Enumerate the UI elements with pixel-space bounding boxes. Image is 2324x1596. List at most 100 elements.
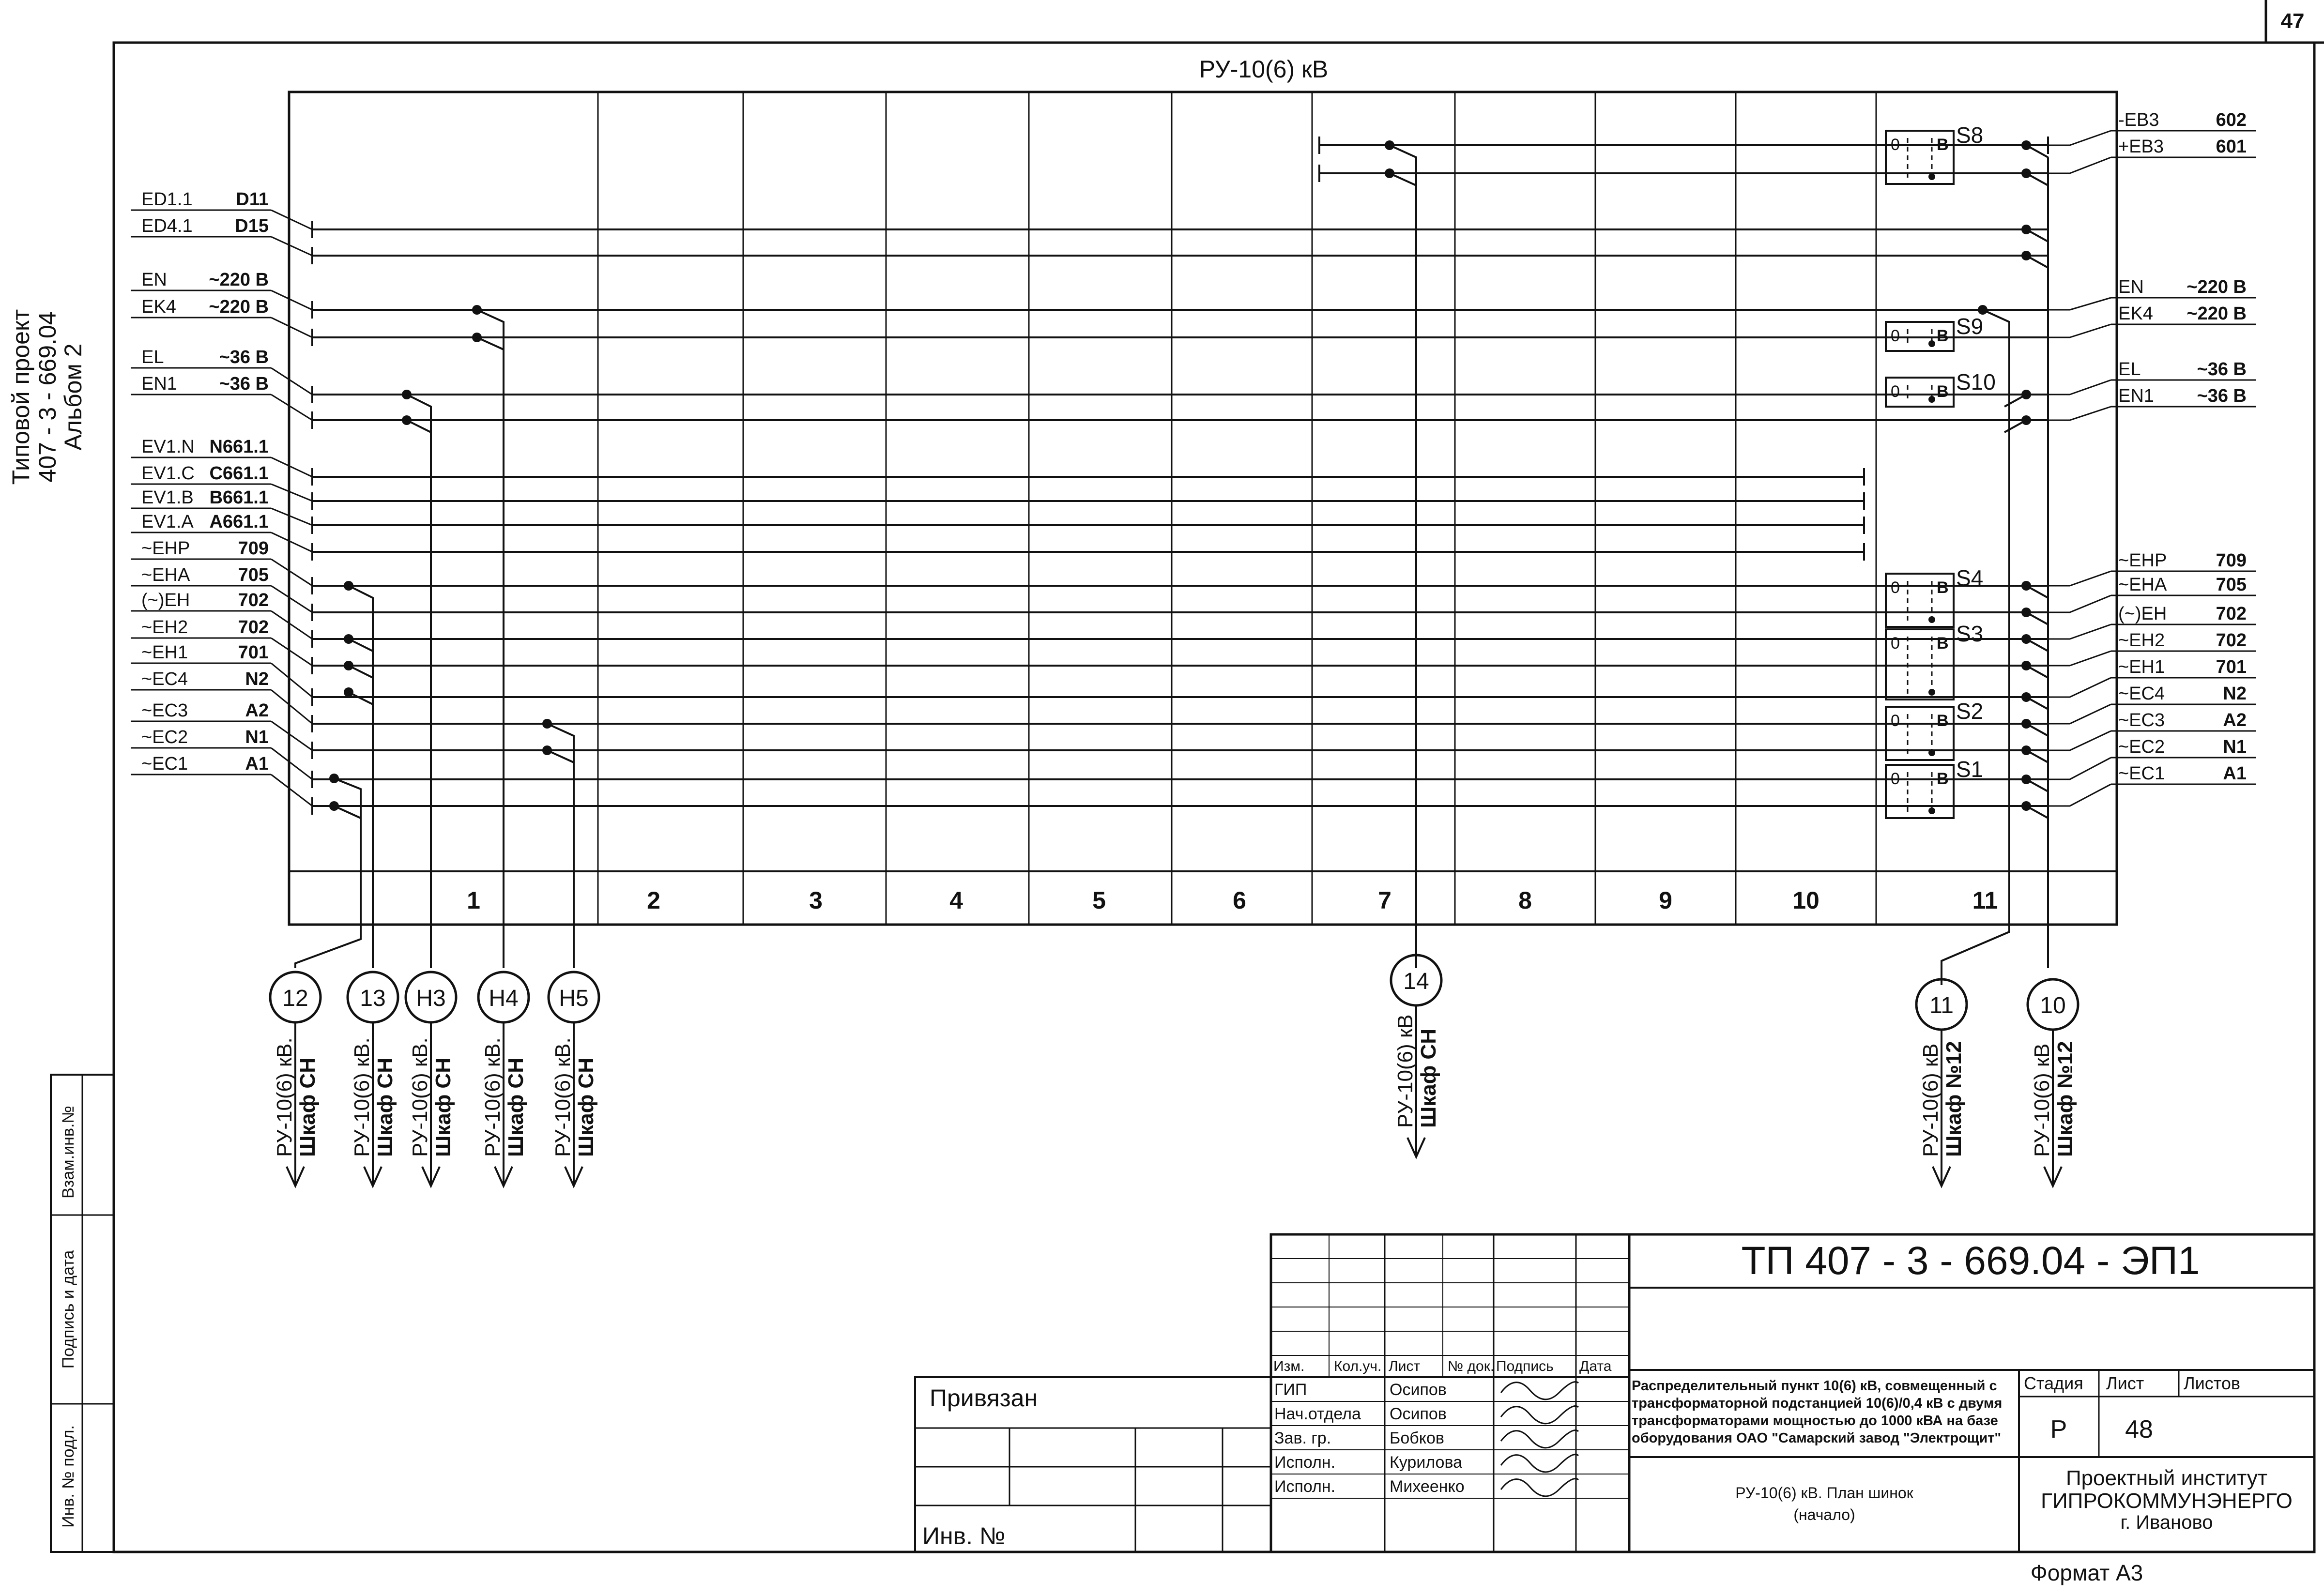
panel-number-10: 10 [1792, 887, 1819, 914]
right-bus-name: ~EHA [2118, 575, 2167, 595]
cable-id-Н5: Н5 [559, 986, 588, 1011]
right-bus-name: EN1 [2118, 386, 2154, 406]
cable-id-13: 13 [360, 986, 385, 1011]
cable-id-14: 14 [1403, 969, 1429, 994]
left-bus-code: D15 [235, 216, 269, 236]
panel-number-8: 8 [1518, 887, 1532, 914]
left-bus-code: ~220 В [209, 297, 269, 317]
staff-role: ГИП [1274, 1381, 1307, 1399]
staff-name: Михеенко [1390, 1477, 1465, 1496]
right-feeder-link [2069, 156, 2111, 174]
cable-label-line2: Шкаф СН [1417, 1029, 1440, 1128]
switch-pos-closed: B [1937, 634, 1949, 653]
switch-pos-closed: B [1937, 712, 1949, 730]
left-feeder-link [271, 483, 313, 502]
left-bus-name: ~EHA [141, 565, 190, 585]
left-bus-name: EN [141, 270, 167, 290]
left-bus-code: ~220 В [209, 270, 269, 290]
right-bus-name: ~EH1 [2118, 657, 2165, 677]
description-line: Распределительный пункт 10(6) кВ, совмещ… [1632, 1378, 1997, 1394]
right-bus-code: ~220 В [2186, 277, 2247, 297]
right-bus-name: EK4 [2118, 304, 2153, 324]
switch-pos-open: 0 [1891, 136, 1900, 154]
staff-signature [1500, 1405, 1579, 1425]
cable-arrow-head [286, 1166, 305, 1188]
left-bus-name: ~EC3 [141, 700, 188, 721]
cable-label-line1: РУ-10(6) кВ. [273, 1037, 296, 1157]
description-line: трансформаторной подстанцией 10(6)/0,4 к… [1632, 1396, 2002, 1411]
right-feeder-link [2069, 757, 2111, 780]
right-bus-code: ~36 В [2197, 359, 2247, 380]
right-feeder-link [2069, 650, 2111, 667]
privyazan-label: Привязан [930, 1384, 1038, 1412]
cable-label-Н5: РУ-10(6) кВ.Шкаф СН [551, 1037, 598, 1157]
cable-label-line1: РУ-10(6) кВ. [551, 1037, 575, 1157]
panel-number-9: 9 [1659, 887, 1672, 914]
left-bus-code: N661.1 [209, 437, 269, 457]
left-bus-name: ~EHP [141, 538, 190, 559]
switch-box [1885, 377, 1955, 408]
left-feeder-link [271, 774, 313, 807]
right-bus-name: ~EC3 [2118, 710, 2165, 730]
tap-lead [2026, 585, 2049, 599]
left-bus-name: ~EH2 [141, 617, 188, 638]
left-bus-name: EV1.C [141, 463, 195, 484]
staff-name: Бобков [1390, 1429, 1444, 1447]
right-feeder-link [2069, 297, 2111, 311]
tap-lead [348, 585, 374, 968]
right-bus-code: A2 [2223, 710, 2247, 730]
switch-contact [1928, 616, 1935, 623]
stage-value: Р [2050, 1415, 2067, 1444]
col-header: Лист [1389, 1358, 1420, 1374]
sheet-frame [112, 0, 2324, 1553]
cable-label-line2: Шкаф СН [296, 1058, 320, 1157]
left-bus-code: 702 [238, 590, 269, 610]
tap-lead [2026, 172, 2049, 186]
staff-signature [1500, 1429, 1579, 1449]
panel-number-6: 6 [1233, 887, 1246, 914]
left-bus-name: ~EC2 [141, 727, 188, 747]
switch-box [1885, 628, 1955, 700]
tap-lead [2004, 419, 2027, 433]
sheets-label: Листов [2184, 1373, 2240, 1393]
left-bus-code: ~36 В [219, 374, 269, 394]
switchgear-panels [288, 91, 2118, 926]
left-feeder-link [271, 236, 313, 257]
cable-label-line2: Шкаф СН [574, 1058, 598, 1157]
switch-label-S8: S8 [1956, 122, 1983, 148]
cable-label-line2: Шкаф СН [504, 1058, 528, 1157]
left-feeder-link [271, 720, 313, 751]
left-bus-code: A661.1 [209, 512, 269, 532]
doc-code: ТП 407 - 3 - 669.04 - ЭП1 [1741, 1239, 2200, 1283]
panel-number-4: 4 [949, 887, 963, 914]
tap-lead [2004, 394, 2027, 408]
right-feeder-link [2069, 623, 2111, 640]
sheet-label: Лист [2106, 1373, 2144, 1393]
left-feeder-link [271, 689, 313, 725]
right-bus-name: ~EC1 [2118, 763, 2165, 784]
switch-box [1885, 573, 1955, 628]
switch-pos-open: 0 [1891, 770, 1900, 788]
staff-name: Осипов [1390, 1405, 1447, 1423]
col-header: Изм. [1273, 1358, 1304, 1374]
tap-lead [1389, 172, 1417, 186]
staff-role: Нач.отдела [1274, 1405, 1361, 1423]
right-feeder-link [2069, 703, 2111, 725]
panel-number-11: 11 [1972, 887, 1998, 914]
tap-lead [348, 638, 373, 652]
cable-label-line2: Шкаф СН [373, 1058, 397, 1157]
switch-pos-closed: B [1937, 770, 1949, 788]
tap-lead [476, 336, 504, 350]
left-feeder-link [271, 662, 313, 698]
stamp-inv-podl: Инв. № подл. [59, 1425, 77, 1528]
left-feeder-link [271, 507, 313, 526]
sheet-number: 47 [2281, 9, 2305, 33]
cable-id-Н3: Н3 [416, 986, 445, 1011]
staff-role: Исполн. [1274, 1477, 1335, 1496]
cable-arrow-head [1407, 1137, 1426, 1159]
left-feeder-link [271, 367, 313, 395]
description-line: трансформаторами мощностью до 1000 кВА н… [1632, 1413, 1998, 1429]
